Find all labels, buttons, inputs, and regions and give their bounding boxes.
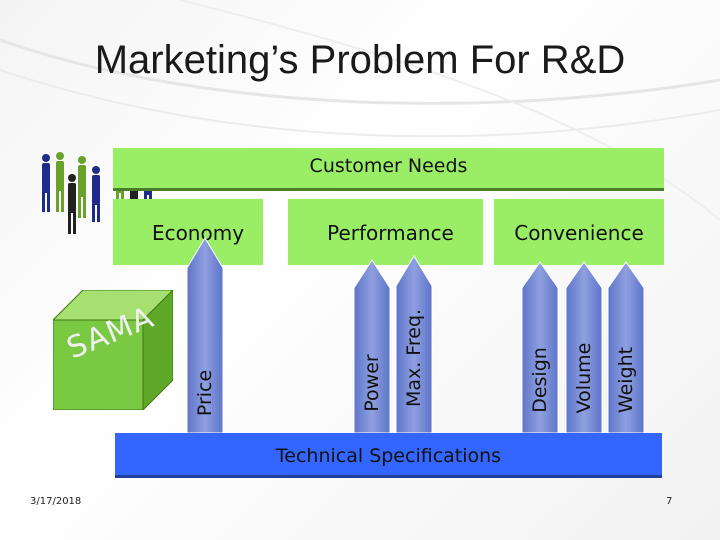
category-label-performance: Performance — [327, 221, 454, 245]
category-label-convenience: Convenience — [514, 221, 644, 245]
technical-specifications-bar — [115, 433, 662, 478]
category-box-performance — [288, 199, 483, 265]
category-box-economy — [113, 199, 263, 265]
slide-date: 3/17/2018 — [30, 496, 82, 507]
spec-label-design: Design — [529, 347, 551, 413]
spec-label-price: Price — [194, 369, 216, 417]
spec-label-max-freq: Max. Freq. — [403, 308, 425, 408]
technical-specifications-label: Technical Specifications — [275, 445, 502, 467]
slide-title: Marketing’s Problem For R&D — [94, 38, 626, 82]
category-label-economy: Economy — [151, 221, 245, 245]
customer-needs-bar — [113, 148, 664, 191]
slide-page-number: 7 — [666, 496, 673, 507]
spec-label-weight: Weight — [615, 346, 637, 414]
cube-icon — [53, 290, 173, 410]
customer-needs-label: Customer Needs — [309, 155, 468, 177]
spec-label-volume: Volume — [573, 342, 595, 414]
spec-label-power: Power — [361, 354, 383, 412]
category-box-convenience — [494, 199, 664, 265]
